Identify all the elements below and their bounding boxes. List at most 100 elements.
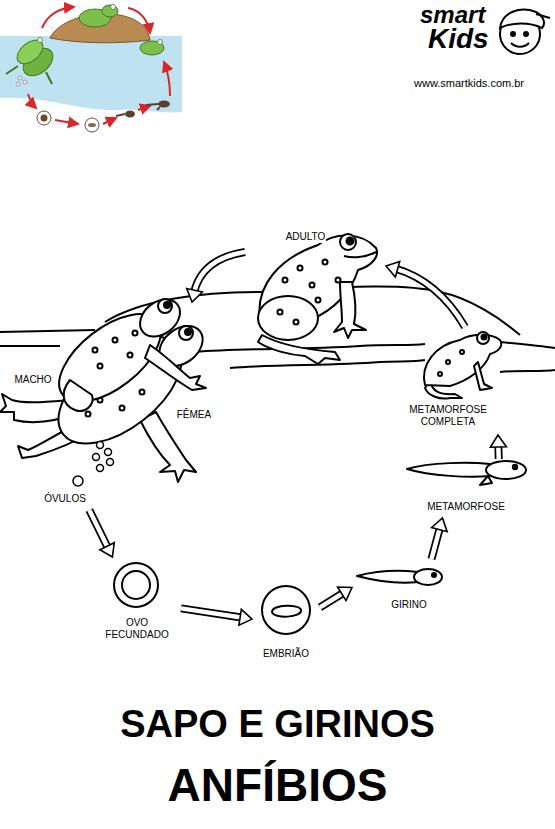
- mating-frogs: [107, 459, 114, 466]
- color-inset: [111, 5, 116, 10]
- color-inset: [164, 62, 170, 96]
- mating-frogs: [133, 331, 138, 336]
- tadpoles: [513, 465, 517, 469]
- color-inset: [85, 118, 99, 132]
- mating-frogs: [164, 302, 170, 308]
- color-inset: [6, 66, 52, 84]
- color-inset: [13, 35, 48, 68]
- stage-node: OVO FECUNDADO: [96, 560, 178, 648]
- label-holder: MACHO: [5, 369, 61, 387]
- adult-frog: [258, 296, 318, 340]
- color-inset: [138, 106, 150, 110]
- tadpoles: [480, 476, 492, 485]
- label-holder: ADULTO: [248, 226, 363, 244]
- pond-scene: [500, 342, 555, 348]
- arrow-head: [338, 587, 352, 601]
- logo-face: [524, 32, 528, 36]
- stage-label: ÓVULOS: [43, 493, 87, 505]
- stage-node: ÓVULOS: [38, 474, 92, 507]
- arrow-fill: [89, 510, 108, 549]
- arrow-head: [386, 262, 400, 277]
- color-inset: [125, 111, 135, 118]
- arrow-fill: [194, 252, 245, 293]
- stage-arrow: [181, 608, 252, 625]
- color-inset: [16, 82, 20, 86]
- arrow-head: [239, 609, 252, 625]
- arrow-outline: [89, 510, 108, 549]
- pond-scene: [0, 345, 60, 347]
- label-holder: EMBRIÃO: [255, 643, 317, 661]
- color-inset: [146, 104, 160, 110]
- adult-frog: [316, 298, 321, 303]
- stage-label: METAMORFOSE: [426, 501, 506, 513]
- arrow-outline: [395, 268, 465, 327]
- stage-node: MACHO FÊMEA: [0, 305, 240, 490]
- mating-frogs: [120, 406, 125, 411]
- young-frog: [424, 335, 501, 386]
- mating-frogs: [158, 299, 172, 313]
- mating-frogs: [140, 390, 145, 395]
- adult-frog: [283, 278, 288, 283]
- arrow-fill: [320, 592, 344, 607]
- color-inset: [116, 114, 125, 116]
- adult-frog: [323, 260, 328, 265]
- arrow-fill: [181, 608, 243, 617]
- color-inset: [128, 8, 150, 33]
- stage-arrow: [187, 252, 245, 302]
- stage-node: EMBRIÃO: [255, 584, 317, 662]
- color-inset: [0, 5, 182, 133]
- stage-arrow: [320, 587, 352, 607]
- adult-frog: [344, 252, 376, 257]
- mating-frogs: [185, 329, 191, 335]
- mating-frogs: [133, 292, 187, 344]
- logo-face: [536, 14, 550, 18]
- arrow-outline: [181, 608, 243, 617]
- arrow-head: [187, 289, 203, 302]
- label-holder: OVO FECUNDADO: [102, 617, 172, 642]
- egg-and-embryo: [272, 606, 301, 617]
- mating-frogs: [179, 326, 193, 340]
- stage-label: METAMORFOSE COMPLETA: [405, 404, 491, 428]
- pond-scene: [500, 370, 555, 372]
- stage-node: METAMORFOSE COMPLETA: [405, 330, 505, 432]
- label-holder: www.smartkids.com.br: [414, 73, 524, 91]
- stage-node: METAMORFOSE: [405, 462, 530, 515]
- tadpoles: [414, 569, 442, 585]
- young-frog: [446, 360, 450, 364]
- mating-frogs: [93, 454, 100, 461]
- stage-label: MACHO: [13, 374, 52, 386]
- color-inset: [41, 115, 48, 122]
- stage-label: GIRINO: [390, 599, 428, 611]
- color-inset: [158, 101, 170, 108]
- stage-node: GIRINO: [355, 562, 445, 613]
- logo-text: Kids: [428, 24, 489, 55]
- mating-frogs: [128, 353, 133, 358]
- color-inset: [158, 40, 163, 45]
- young-frog: [482, 335, 487, 340]
- stage-label: FÊMEA: [176, 409, 212, 421]
- tadpoles: [357, 461, 526, 585]
- mating-frogs: [64, 380, 93, 411]
- stage-arrow: [386, 262, 465, 327]
- arrow-outline: [432, 527, 441, 559]
- color-inset: [102, 5, 118, 17]
- adult-frog: [340, 234, 356, 250]
- stage-label: EMBRIÃO: [262, 648, 310, 660]
- color-inset: [23, 80, 27, 84]
- young-frog: [460, 350, 464, 354]
- adult-frog: [310, 283, 315, 288]
- arrow-outline: [320, 592, 344, 607]
- tadpoles: [357, 571, 418, 583]
- color-inset: [18, 76, 22, 80]
- caption: ANFÍBIOS: [168, 760, 388, 811]
- young-frog: [477, 332, 489, 344]
- label-holder: Kids: [428, 24, 489, 55]
- arrow-head: [100, 543, 114, 557]
- label-holder: ÓVULOS: [38, 488, 92, 506]
- website-url: www.smartkids.com.br: [414, 77, 524, 89]
- label-holder: GIRINO: [379, 594, 439, 612]
- mating-frogs: [93, 348, 98, 353]
- color-inset: [103, 118, 116, 124]
- color-inset: [37, 111, 51, 125]
- label-holder: METAMORFOSE COMPLETA: [405, 404, 491, 429]
